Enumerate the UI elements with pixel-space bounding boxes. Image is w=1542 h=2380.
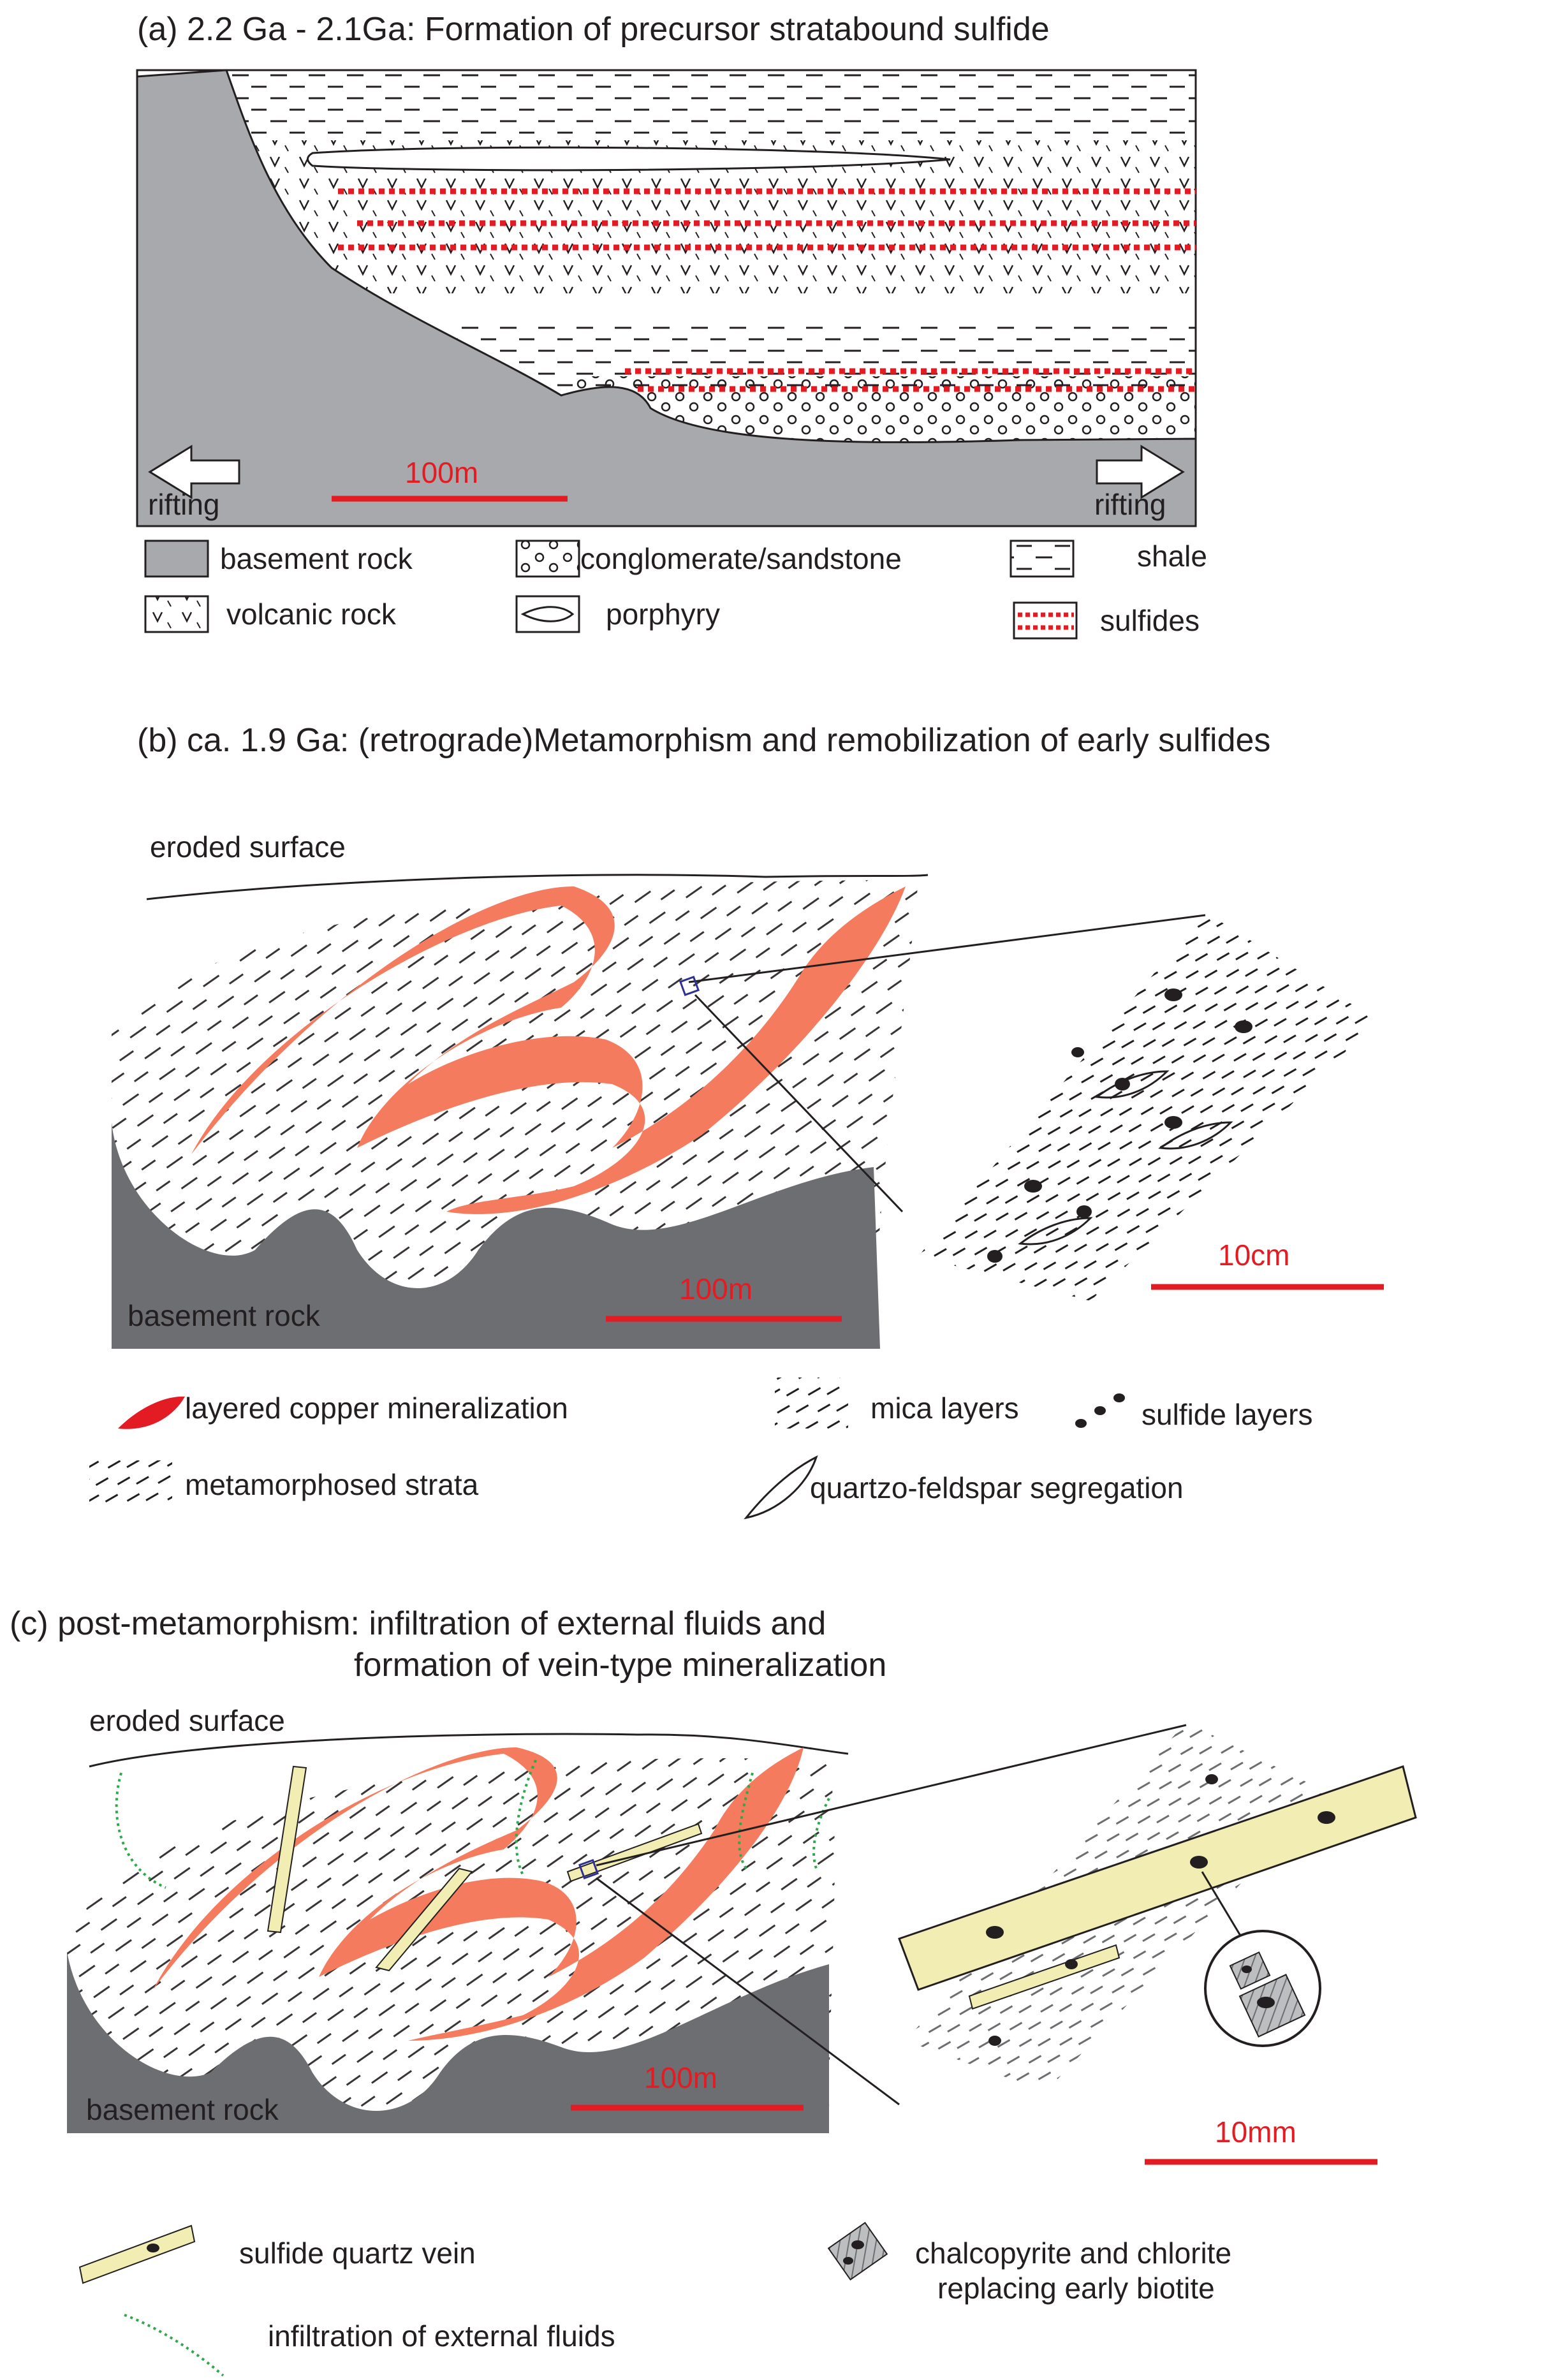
legend-copper-swatch <box>118 1396 185 1429</box>
rift-arrow-right <box>1096 444 1185 499</box>
eroded-surface-label-c: eroded surface <box>89 1704 285 1737</box>
basement-rock-b <box>112 1122 880 1349</box>
rift-arrow-left <box>148 444 240 499</box>
shale-band-top <box>191 70 1196 140</box>
scale-label-b-inset: 10cm <box>1218 1238 1290 1272</box>
basement-rock-a <box>136 69 1197 527</box>
copper-layer-b <box>191 886 906 1214</box>
legend-vein-swatch <box>78 2224 196 2284</box>
basement-label-b: basement rock <box>128 1299 320 1332</box>
sulfide-bands <box>338 188 1196 392</box>
legend-shale-swatch <box>1010 540 1075 578</box>
legend-volcanic-swatch <box>144 595 209 633</box>
legend-quartzo-swatch <box>744 1455 818 1520</box>
scale-label-b-main: 100m <box>679 1272 753 1305</box>
zoom-lines-c <box>596 1724 1187 2106</box>
zoom-marker-c <box>578 1858 599 1880</box>
legend-strata-swatch <box>89 1460 172 1505</box>
inset-sulfide-dots-c <box>986 1774 1335 2046</box>
legend-chalco-label-1: chalcopyrite and chlorite <box>915 2237 1232 2270</box>
legend-conglomerate-swatch <box>515 540 580 578</box>
legend-porphyry-swatch <box>515 595 580 633</box>
legend-basement-swatch <box>144 540 209 578</box>
copper-layer-c <box>153 1747 804 2041</box>
fluid-arcs-c <box>115 1759 830 1889</box>
inset-quartzo-lenses-b <box>1018 1070 1233 1245</box>
legend-copper-label: layered copper mineralization <box>185 1392 568 1425</box>
legend-shale-label: shale <box>1137 540 1207 573</box>
panel-c-title-line1: (c) post-metamorphism: infiltration of e… <box>10 1605 826 1642</box>
magnifier-connector <box>1201 1871 1242 1936</box>
legend-volcanic-label: volcanic rock <box>226 598 396 631</box>
panel-a-title: (a) 2.2 Ga - 2.1Ga: Formation of precurs… <box>137 11 1050 48</box>
legend-mica-label: mica layers <box>870 1392 1019 1425</box>
porphyry-lens <box>307 146 951 172</box>
legend-fluids-label: infiltration of external fluids <box>268 2319 615 2353</box>
scale-label-c-main: 100m <box>644 2061 718 2094</box>
vein-c-3 <box>566 1823 703 1883</box>
legend-sulfides-label: sulfides <box>1100 604 1200 637</box>
scale-label-a: 100m <box>405 456 479 489</box>
legend-basement-label: basement rock <box>220 542 413 575</box>
legend-chalco-swatch <box>827 2221 888 2281</box>
legend-sulfides-swatch <box>1013 601 1078 640</box>
basement-label-c: basement rock <box>86 2093 279 2126</box>
panel-a-section <box>136 69 1197 640</box>
rift-label-right: rifting <box>1094 488 1166 521</box>
rift-label-left: rifting <box>148 488 220 521</box>
legend-fluids-swatch <box>124 2314 224 2377</box>
zoom-marker-b <box>679 975 700 997</box>
panel-c-title-line2: formation of vein-type mineralization <box>354 1647 887 1684</box>
legend-strata-label: metamorphosed strata <box>185 1468 479 1501</box>
panel-c-section <box>67 1722 1417 2377</box>
panel-b-title: (b) ca. 1.9 Ga: (retrograde)Metamorphism… <box>137 722 1271 759</box>
legend-conglomerate-label: conglomerate/sandstone <box>580 542 902 575</box>
inset-strata-b <box>918 912 1377 1301</box>
legend-chalco-label-2: replacing early biotite <box>937 2272 1215 2305</box>
inset-vein-c <box>898 1765 1417 1991</box>
basement-rock-c <box>67 1951 829 2133</box>
magnifier-chalcopyrite <box>1229 1951 1306 2038</box>
vein-c-2 <box>375 1867 473 1972</box>
zoom-lines-b <box>688 914 1206 1213</box>
legend-sulfide-layers-swatch <box>1075 1393 1125 1428</box>
eroded-surface-c <box>89 1733 849 1768</box>
eroded-surface-b <box>146 874 929 900</box>
eroded-surface-label-b: eroded surface <box>150 830 346 863</box>
legend-vein-label: sulfide quartz vein <box>239 2237 476 2270</box>
scale-label-c-inset: 10mm <box>1215 2115 1296 2149</box>
legend-quartzo-label: quartzo-feldspar segregation <box>810 1471 1184 1504</box>
legend-mica-swatch <box>775 1377 848 1429</box>
legend-porphyry-label: porphyry <box>606 598 720 631</box>
legend-sulfide-layers-label: sulfide layers <box>1142 1398 1313 1431</box>
panel-b-section <box>89 874 1384 1520</box>
vein-c-1 <box>267 1765 307 1934</box>
